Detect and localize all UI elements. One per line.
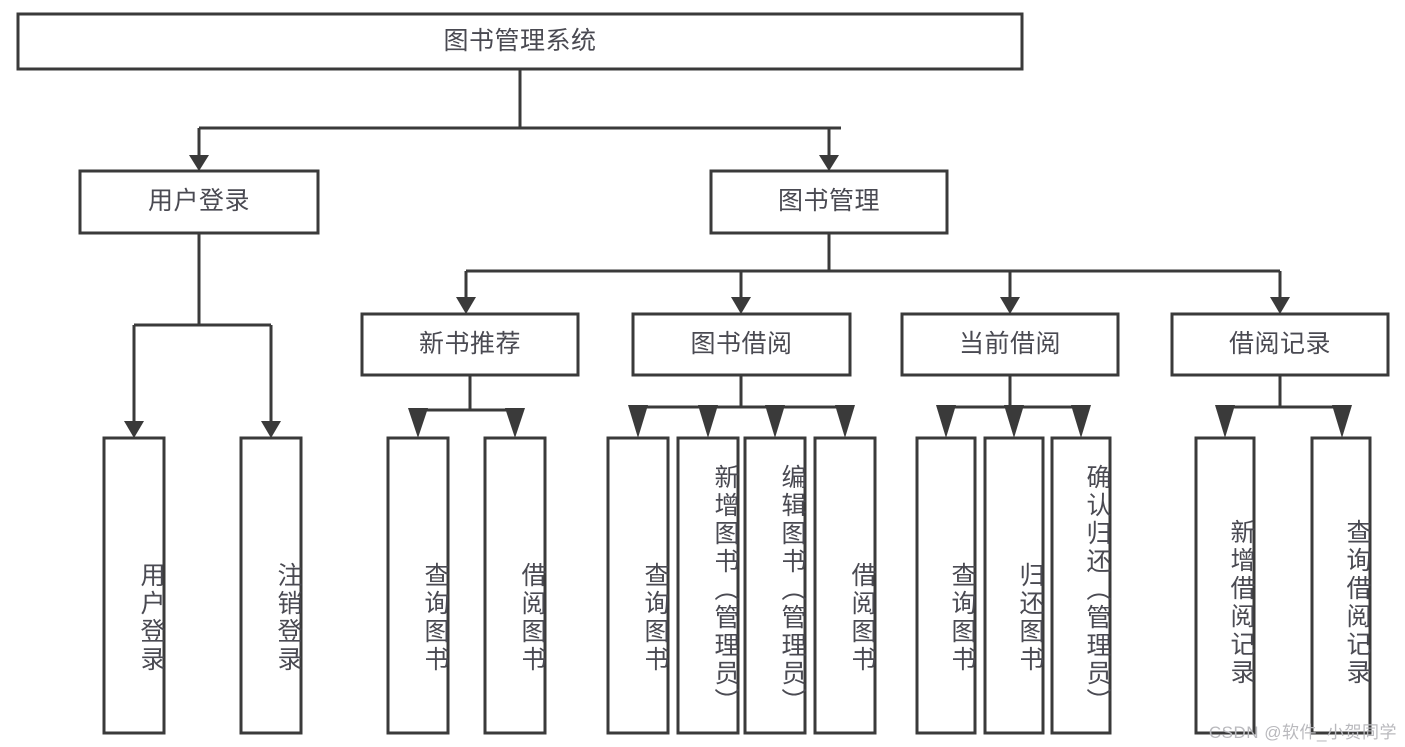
arrowhead-book-borrow [731,297,751,314]
node-box-root[interactable] [16,12,1024,71]
arrowhead-new-book-recommend [456,297,476,314]
arrowhead-leaf-edit-book-admin [765,405,785,438]
connector-group-current-borrow [936,375,1091,438]
node-box-new-book-recommend[interactable] [360,312,580,377]
node-box-book-borrow[interactable] [631,312,852,377]
connector-group-book-borrow [628,375,855,438]
node-box-book-management[interactable] [709,169,949,235]
arrowhead-leaf-query-borrow-record [1332,405,1352,438]
arrowhead-leaf-borrow-book [835,405,855,438]
arrowhead-leaf-user-logout [261,421,281,438]
arrowhead-leaf-query-book-recommend [408,408,428,438]
node-box-leaf-query-book-recommend[interactable] [386,436,450,735]
node-box-leaf-edit-book-admin[interactable] [743,436,807,735]
arrowhead-leaf-add-book-admin [698,405,718,438]
arrowhead-borrow-record [1270,297,1290,314]
arrowhead-leaf-query-book-current [936,405,956,438]
node-box-leaf-add-borrow-record[interactable] [1194,436,1256,735]
arrowhead-leaf-return-book [1004,405,1024,438]
connector-group-user-login [124,233,281,438]
connector-group-borrow-record [1215,375,1352,438]
arrowhead-leaf-confirm-return-admin [1071,405,1091,438]
arrowhead-current-borrow [1000,297,1020,314]
connector-group-book-management [456,233,1290,314]
node-box-leaf-user-logout[interactable] [239,436,303,735]
csdn-watermark: CSDN @软件_小贺同学 [1208,723,1397,742]
node-box-leaf-return-book[interactable] [983,436,1045,735]
node-box-leaf-borrow-book[interactable] [813,436,877,735]
connector-group-root [189,69,841,171]
arrowhead-book-management [819,155,839,171]
node-box-user-login[interactable] [78,169,320,235]
node-box-leaf-query-borrow-record[interactable] [1310,436,1372,735]
arrowhead-leaf-user-login [124,421,144,438]
node-box-leaf-user-login[interactable] [102,436,166,735]
node-box-leaf-borrow-book-recommend[interactable] [483,436,547,735]
node-box-leaf-query-book-current[interactable] [915,436,977,735]
node-box-leaf-confirm-return-admin[interactable] [1050,436,1112,735]
node-box-borrow-record[interactable] [1170,312,1390,377]
arrowhead-user-login [189,155,209,171]
node-box-current-borrow[interactable] [900,312,1120,377]
arrowhead-leaf-query-book-borrow [628,405,648,438]
node-box-leaf-query-book-borrow[interactable] [606,436,670,735]
arrowhead-leaf-borrow-book-recommend [505,408,525,438]
node-box-leaf-add-book-admin[interactable] [676,436,740,735]
arrowhead-leaf-add-borrow-record [1215,405,1235,438]
connector-group-new-book-recommend [408,375,525,438]
